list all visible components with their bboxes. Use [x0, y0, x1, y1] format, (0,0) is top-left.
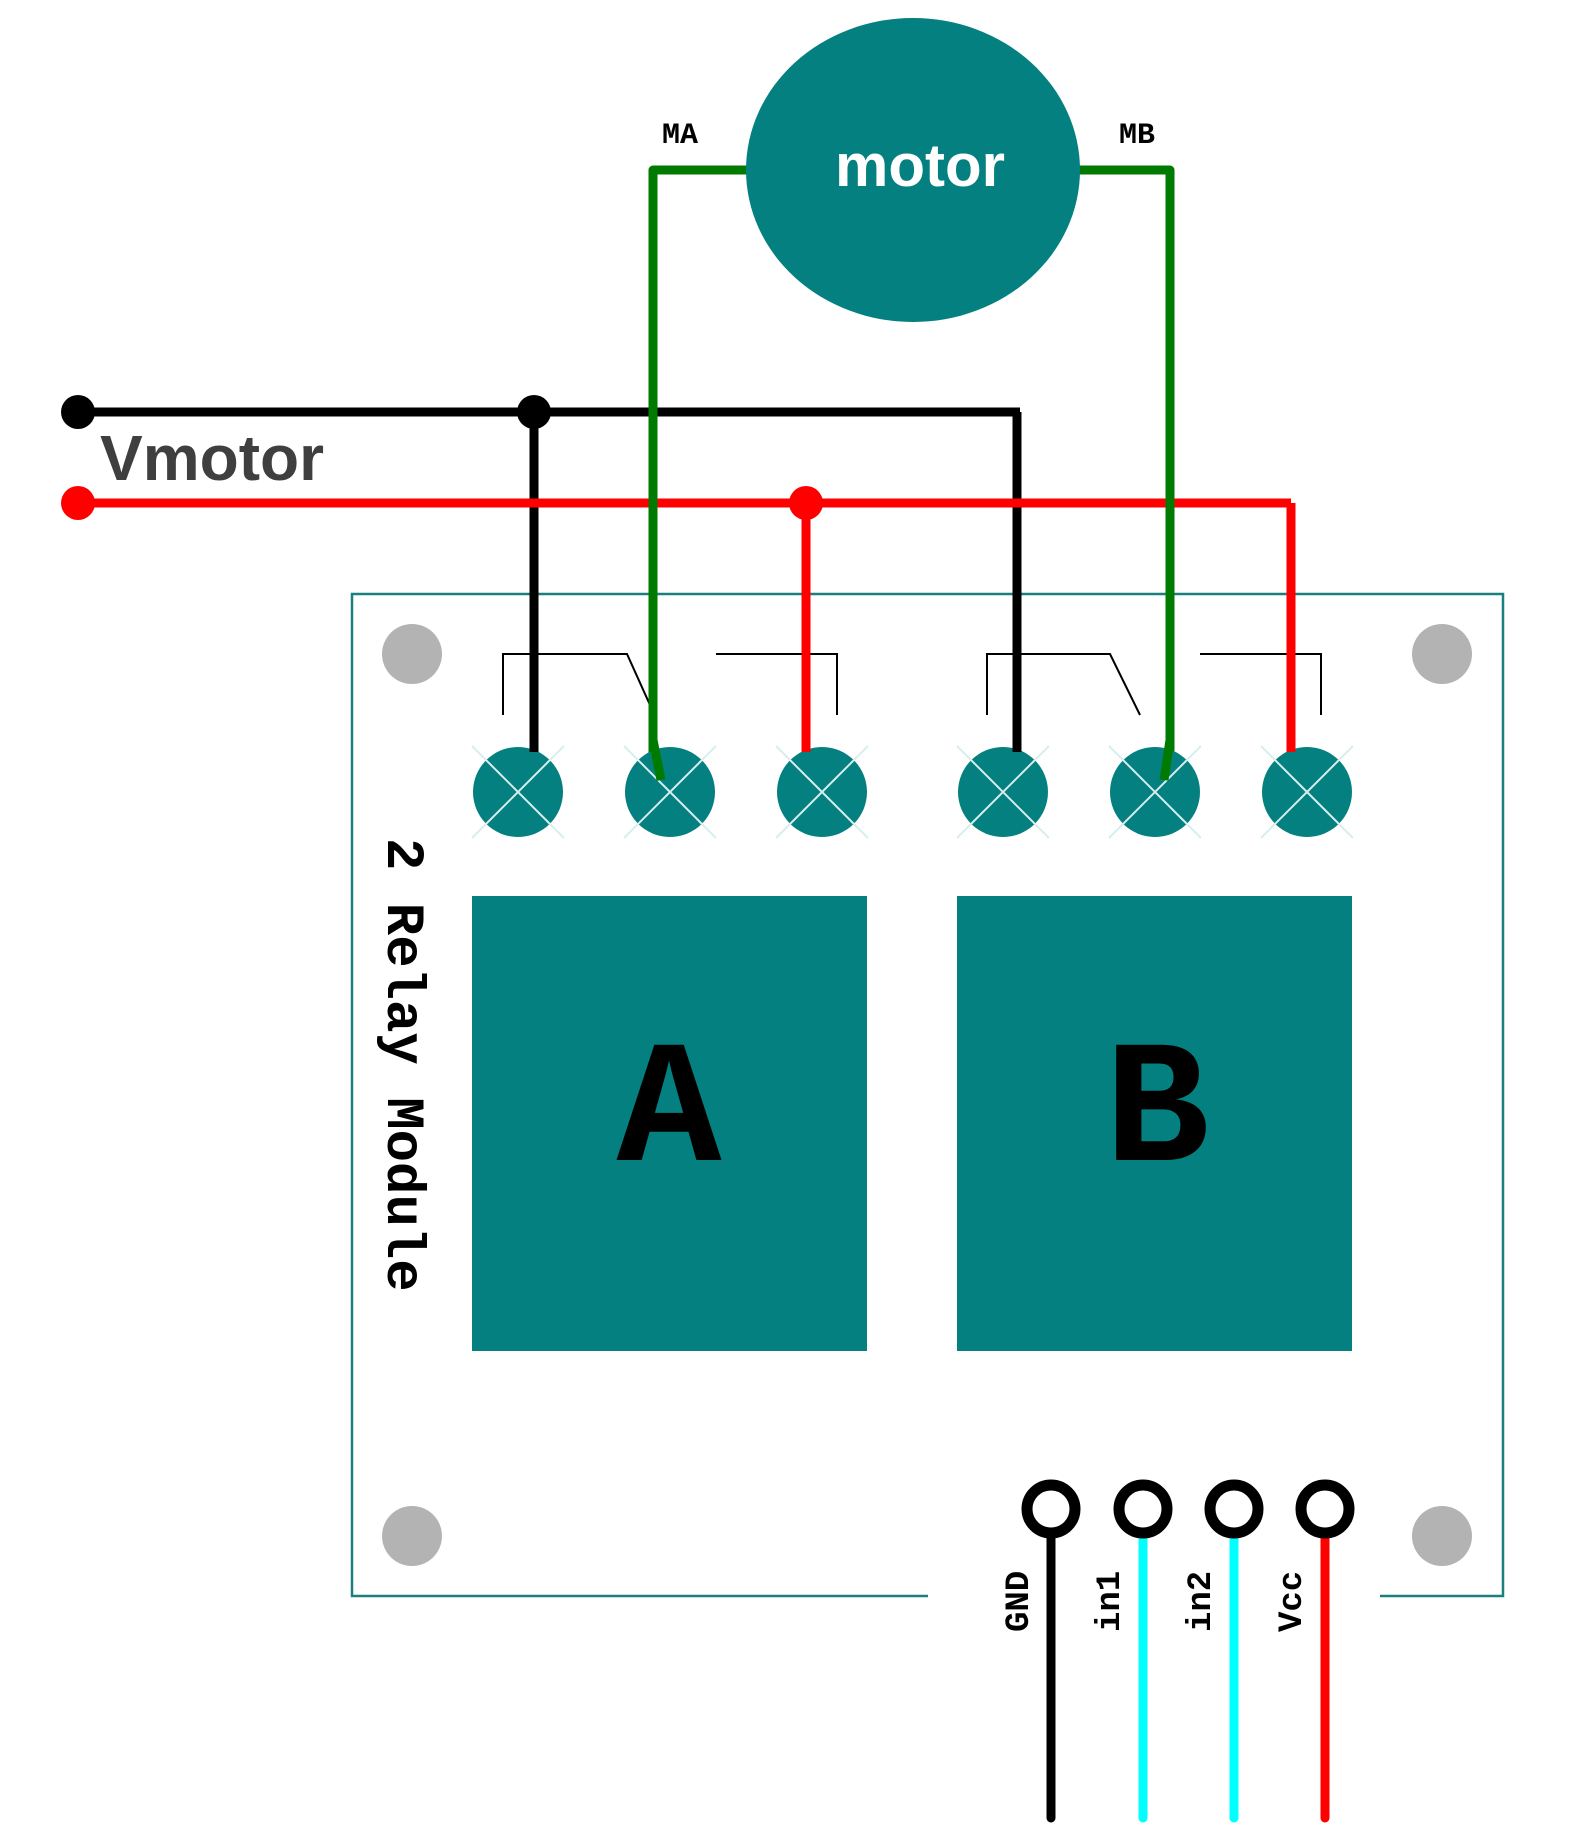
junction-dots	[61, 395, 823, 520]
pin-in2	[1204, 1479, 1264, 1539]
mounting-holes	[382, 624, 1472, 1566]
vmotor-label: Vmotor	[100, 422, 324, 494]
relay-a-block	[472, 896, 867, 1351]
terminal-b-no	[1260, 745, 1354, 839]
black-junction-dot	[517, 395, 551, 429]
motor-label: motor	[835, 132, 1005, 199]
screw-terminals	[471, 745, 1354, 839]
pin-label-in2: in2	[1183, 1571, 1221, 1632]
pin-gnd	[1021, 1479, 1081, 1539]
relay-contact-symbols	[502, 653, 1322, 716]
terminal-a-com	[623, 745, 717, 839]
pin-label-in1: in1	[1092, 1571, 1130, 1632]
red-junction-dot	[789, 486, 823, 520]
pin-vcc	[1295, 1479, 1355, 1539]
pin-label-gnd: GND	[1001, 1571, 1039, 1632]
mount-hole-bottom-right	[1412, 1506, 1472, 1566]
relay-b-block	[957, 896, 1352, 1351]
mount-hole-top-right	[1412, 624, 1472, 684]
relay-b-label: B	[1104, 1014, 1209, 1213]
header-wires	[1046, 1518, 1330, 1823]
pin-in1	[1113, 1479, 1173, 1539]
motor-terminal-a-label: MA	[662, 119, 698, 153]
terminal-b-nc	[956, 745, 1050, 839]
terminal-a-no	[775, 745, 869, 839]
vmotor-positive-terminal	[61, 486, 95, 520]
motor-terminal-b-label: MB	[1119, 119, 1155, 153]
terminal-a-nc	[471, 745, 565, 839]
pin-label-vcc: Vcc	[1274, 1571, 1312, 1632]
relay-board-outline	[350, 592, 1505, 1598]
terminal-b-com	[1108, 745, 1202, 839]
relay-a-label: A	[616, 1014, 722, 1213]
header-pins	[1021, 1479, 1355, 1539]
mount-hole-bottom-left	[382, 1506, 442, 1566]
green-motor-wires	[648, 165, 1175, 792]
motor-body	[746, 18, 1080, 322]
vmotor-negative-terminal	[61, 395, 95, 429]
mount-hole-top-left	[382, 624, 442, 684]
module-title: 2 Relay Module	[371, 838, 432, 1292]
red-supply-wire	[78, 498, 1296, 792]
terminal-wire-ends	[529, 739, 1296, 781]
